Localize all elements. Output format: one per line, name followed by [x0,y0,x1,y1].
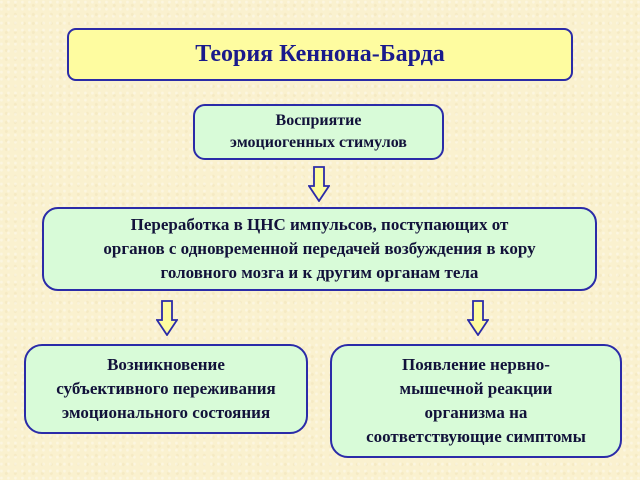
node-neuromuscular-reaction: Появление нервно- мышечной реакции орган… [330,344,622,458]
node-neuromuscular-reaction-text: Появление нервно- мышечной реакции орган… [366,355,586,446]
diagram-title: Теория Кеннона-Барда [67,28,573,81]
node-processing: Переработка в ЦНС импульсов, поступающих… [42,207,597,291]
node-perception: Восприятие эмоциогенных стимулов [193,104,444,160]
down-arrow-icon [156,300,178,336]
node-subjective-experience: Возникновение субъективного переживания … [24,344,308,434]
diagram-title-text: Теория Кеннона-Барда [195,41,445,67]
node-subjective-experience-text: Возникновение субъективного переживания … [56,355,276,422]
down-arrow-icon [467,300,489,336]
down-arrow-icon [308,166,330,202]
node-perception-text: Восприятие эмоциогенных стимулов [230,112,407,151]
node-processing-text: Переработка в ЦНС импульсов, поступающих… [103,215,536,282]
